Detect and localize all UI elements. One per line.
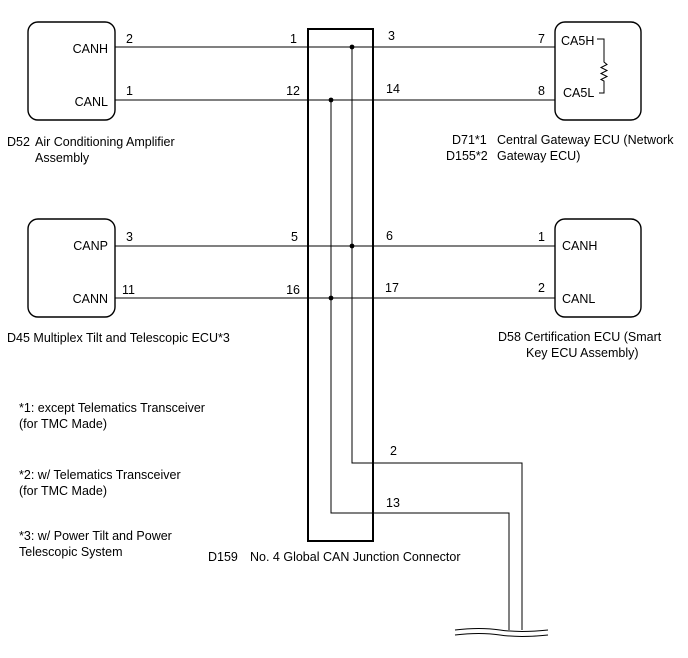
d58-caption-line2: Key ECU Assembly)	[526, 346, 639, 360]
note-3-line2: Telescopic System	[19, 545, 123, 559]
splice-dot-high-1	[349, 44, 355, 50]
gateway-code-line2: D155*2	[446, 149, 488, 163]
d52-terminal-canh-label: CANH	[73, 42, 108, 56]
d58-certification-ecu-box	[554, 218, 642, 318]
pin-junction-right-2: 2	[390, 444, 397, 458]
d52-name-line2: Assembly	[35, 151, 90, 165]
gateway-code-line1: D71*1	[452, 133, 487, 147]
note-1-line1: *1: except Telematics Transceiver	[19, 401, 205, 415]
note-3-line1: *3: w/ Power Tilt and Power	[19, 529, 172, 543]
junction-bus-low	[308, 99, 510, 630]
gateway-name-line1: Central Gateway ECU (Network	[497, 133, 674, 147]
pin-gateway-ca5h: 7	[538, 32, 545, 46]
splice-dot-high-2	[349, 243, 355, 249]
note-2-line1: *2: w/ Telematics Transceiver	[19, 468, 181, 482]
d52-code: D52	[7, 135, 30, 149]
d159-code: D159	[208, 550, 238, 564]
wire-continuation-break-icon	[454, 628, 549, 637]
pin-gateway-ca5l: 8	[538, 84, 545, 98]
d52-name-line1: Air Conditioning Amplifier	[35, 135, 175, 149]
pin-junction-left-16: 16	[286, 283, 300, 297]
d45-terminal-canp-label: CANP	[73, 239, 108, 253]
pin-junction-right-3: 3	[388, 29, 395, 43]
gateway-name-line2: Gateway ECU)	[497, 149, 580, 163]
note-1-line2: (for TMC Made)	[19, 417, 107, 431]
gateway-terminal-ca5h-label: CA5H	[561, 34, 594, 48]
pin-junction-left-12: 12	[286, 84, 300, 98]
pin-junction-left-5: 5	[291, 230, 298, 244]
pin-junction-right-14: 14	[386, 82, 400, 96]
pin-d52-canl: 1	[126, 84, 133, 98]
d52-air-conditioning-amplifier-box	[27, 21, 116, 121]
pin-junction-right-17: 17	[385, 281, 399, 295]
pin-junction-left-1: 1	[290, 32, 297, 46]
gateway-terminal-ca5l-label: CA5L	[563, 86, 594, 100]
pin-d52-canh: 2	[126, 32, 133, 46]
note-2-line2: (for TMC Made)	[19, 484, 107, 498]
d45-caption: D45 Multiplex Tilt and Telescopic ECU*3	[7, 331, 230, 345]
d58-terminal-canh-label: CANH	[562, 239, 597, 253]
d58-caption-line1: D58 Certification ECU (Smart	[498, 330, 662, 344]
central-gateway-ecu-box	[554, 21, 642, 121]
pin-junction-right-6: 6	[386, 229, 393, 243]
splice-dot-low-2	[328, 295, 334, 301]
pin-d58-canh: 1	[538, 230, 545, 244]
pin-d45-cann: 11	[122, 283, 135, 297]
splice-dot-low-1	[328, 97, 334, 103]
d45-multiplex-tilt-telescopic-ecu-box	[27, 218, 116, 318]
d45-terminal-cann-label: CANN	[73, 292, 108, 306]
pin-d45-canp: 3	[126, 230, 133, 244]
d58-terminal-canl-label: CANL	[562, 292, 595, 306]
junction-bus-high	[308, 46, 523, 630]
d159-name: No. 4 Global CAN Junction Connector	[250, 550, 461, 564]
termination-resistor-icon	[597, 38, 609, 94]
d52-terminal-canl-label: CANL	[75, 95, 108, 109]
d159-junction-connector-box	[307, 28, 374, 542]
pin-junction-right-13: 13	[386, 496, 400, 510]
pin-d58-canl: 2	[538, 281, 545, 295]
